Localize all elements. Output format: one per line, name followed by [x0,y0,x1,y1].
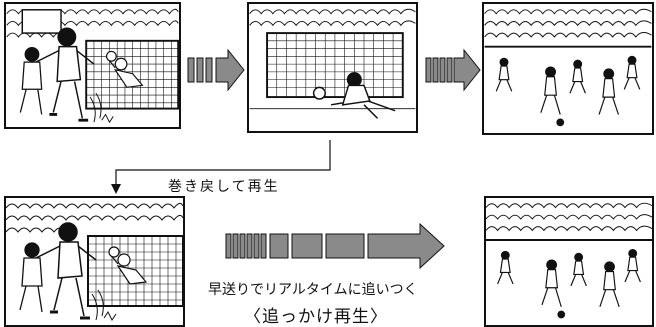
match-field-illustration-repeat [486,202,652,319]
forward-arrow-2 [425,48,481,92]
fast-forward-label: 早送りでリアルタイムに追いつく [208,282,418,298]
goal-scene-panel-top-left [4,2,181,129]
fast-forward-arrow [225,222,445,270]
match-scene-panel-top-right [482,2,654,135]
keeper-dive-illustration [249,8,416,119]
forward-arrow-1 [187,48,245,92]
rewind-label: 巻き戻して再生 [168,179,280,195]
match-scene-panel-bottom-right [484,196,654,327]
goal-scene-panel-bottom-left [4,196,185,327]
match-field-illustration [484,8,652,127]
catch-up-playback-label: 〈追っかけ再生〉 [244,307,388,327]
goal-scene-illustration [6,8,179,124]
goal-scene-panel-top-middle [247,2,418,133]
goal-scene-illustration-repeat [6,202,183,321]
